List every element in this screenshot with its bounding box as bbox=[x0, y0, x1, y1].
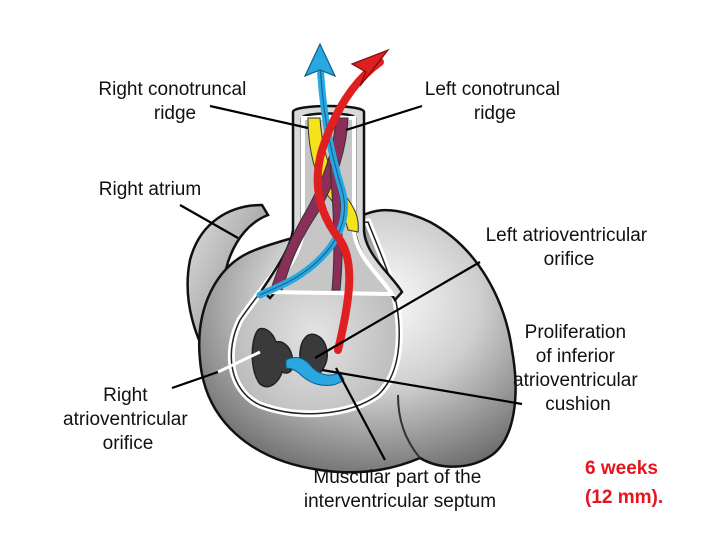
leader-left-av bbox=[314, 261, 481, 359]
leader-right-conotruncal bbox=[209, 104, 309, 130]
red-arrow-shaft bbox=[313, 58, 384, 354]
ventricle-crease bbox=[397, 394, 421, 459]
right-av-orifice bbox=[251, 327, 294, 388]
leader-right-atrium bbox=[179, 204, 239, 239]
leader-proliferation bbox=[321, 368, 523, 406]
leader-right-av bbox=[171, 370, 219, 390]
label-proliferation: Proliferation of inferior atrioventricul… bbox=[513, 322, 643, 415]
label-right-conotruncal-ridge: Right conotruncal ridge bbox=[98, 79, 251, 124]
blue-arrow-head bbox=[303, 42, 337, 78]
caption: 6 weeks (12 mm). bbox=[585, 458, 663, 508]
label-right-atrium: Right atrium bbox=[99, 179, 201, 200]
leader-muscular-septum bbox=[335, 367, 386, 461]
label-left-av-orifice: Left atrioventricular orifice bbox=[486, 225, 653, 270]
label-right-av-orifice: Right atrioventricular orifice bbox=[63, 385, 193, 454]
leader-left-conotruncal bbox=[345, 104, 423, 132]
blue-arrow-shaft-outline bbox=[259, 59, 345, 296]
label-muscular-septum: Muscular part of the interventricular se… bbox=[304, 467, 496, 512]
label-left-conotruncal-ridge: Left conotruncal ridge bbox=[425, 79, 565, 124]
red-arrow-head bbox=[350, 48, 390, 87]
leader-right-av-white bbox=[217, 350, 261, 374]
inferior-av-cushion bbox=[285, 357, 345, 387]
conotruncus-lumen bbox=[268, 116, 396, 297]
